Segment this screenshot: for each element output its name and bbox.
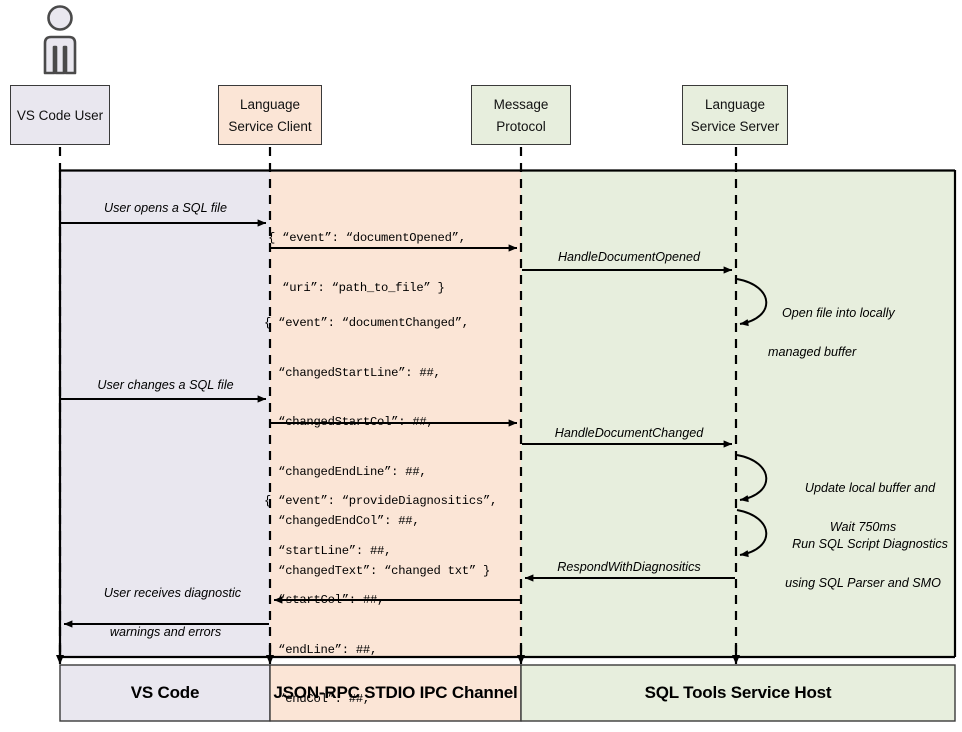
participant-label-line1: Language	[239, 96, 301, 112]
footer-box-vscode	[59, 664, 271, 722]
payload-line: “endCol”: ##,	[264, 692, 370, 707]
payload-line: “changedText”: “changed txt” }	[264, 564, 491, 579]
participant-language-service-client[interactable]: Language Service Client	[218, 85, 322, 145]
note-line2: Wait 750ms	[829, 520, 897, 535]
payload-line: { “event”: “provideDiagnositics”,	[264, 494, 498, 509]
self-loop-open-file	[736, 278, 768, 327]
participant-label-line2: Service Client	[228, 118, 312, 134]
payload-line: { “event”: “documentOpened”,	[268, 231, 466, 246]
note-line1: Update local buffer and	[804, 481, 936, 496]
payload-line: “startLine”: ##,	[264, 543, 392, 558]
participant-message-protocol[interactable]: Message Protocol	[471, 85, 571, 145]
message-label-user-opens: User opens a SQL file	[104, 201, 227, 215]
payload-line: “startCol”: ##,	[264, 593, 385, 608]
person-icon	[43, 5, 77, 75]
note-open-file-into-buffer: Open file into locally managed buffer	[768, 292, 958, 389]
note-line1: Open file into locally	[782, 306, 895, 321]
note-line2: managed buffer	[768, 345, 857, 360]
payload-line: “endLine”: ##,	[264, 642, 378, 657]
message-label-line2: warnings and errors	[109, 625, 222, 640]
footer-label-vs-code: VS Code	[130, 683, 200, 702]
payload-line: “changedStartLine”: ##,	[264, 365, 441, 380]
footer-label-sql-tools-service-host: SQL Tools Service Host	[644, 683, 832, 702]
payload-line: “uri”: “path_to_file” }	[268, 280, 445, 295]
self-loop-update-buffer	[736, 454, 768, 503]
participant-label-line1: Message	[493, 96, 549, 112]
payload-line: “changedEndCol”: ##,	[264, 514, 420, 529]
participant-label-line2: Service Server	[690, 118, 780, 134]
lifelines	[58, 147, 738, 657]
participant-language-service-server[interactable]: Language Service Server	[682, 85, 788, 145]
message-label-user-receives-diagnostics: User receives diagnostic warnings and er…	[63, 572, 268, 669]
self-loop-arcs	[736, 278, 768, 558]
message-label-user-changes: User changes a SQL file	[97, 378, 234, 392]
footer-box-ipc	[269, 664, 522, 722]
note-update-buffer-wait: Update local buffer and Wait 750ms	[768, 467, 958, 564]
message-arrows	[61, 219, 735, 628]
payload-line: { “event”: “documentChanged”,	[264, 316, 469, 331]
lane-service	[521, 170, 955, 657]
participant-label-line2: Protocol	[496, 118, 546, 134]
message-label-handle-document-changed: HandleDocumentChanged	[554, 426, 704, 440]
self-loop-run-diagnostics	[736, 509, 768, 558]
payload-line: “changedStartCol”: ##,	[264, 415, 434, 430]
message-label-respond-with-diagnostics: RespondWithDiagnositics	[557, 560, 701, 574]
lifeline-terminators	[56, 645, 740, 665]
participant-vs-code-user[interactable]: VS Code User	[10, 85, 110, 145]
message-label-line1: User receives diagnostic	[103, 586, 242, 601]
lane-ipc	[270, 170, 521, 657]
lane-bands	[58, 169, 957, 659]
payload-document-changed: { “event”: “documentChanged”, “changedSt…	[264, 288, 490, 614]
footer-box-service	[520, 664, 956, 722]
note-run-sql-diagnostics: Run SQL Script Diagnostics using SQL Par…	[768, 523, 958, 620]
participant-label-line1: VS Code User	[16, 107, 104, 123]
lane-vscode	[60, 170, 270, 657]
payload-provide-diagnostics: { “event”: “provideDiagnositics”, “start…	[264, 466, 497, 732]
message-label-handle-document-opened: HandleDocumentOpened	[557, 250, 701, 264]
payload-document-opened: { “event”: “documentOpened”, “uri”: “pat…	[268, 203, 466, 330]
footer-lane-boxes	[59, 664, 956, 722]
note-line2: using SQL Parser and SMO	[785, 576, 941, 591]
note-line1: Run SQL Script Diagnostics	[792, 537, 948, 552]
participant-label-line1: Language	[704, 96, 766, 112]
footer-label-json-rpc-ipc: JSON-RPC STDIO IPC Channel	[273, 683, 518, 702]
payload-line: “changedEndLine”: ##,	[264, 464, 427, 479]
